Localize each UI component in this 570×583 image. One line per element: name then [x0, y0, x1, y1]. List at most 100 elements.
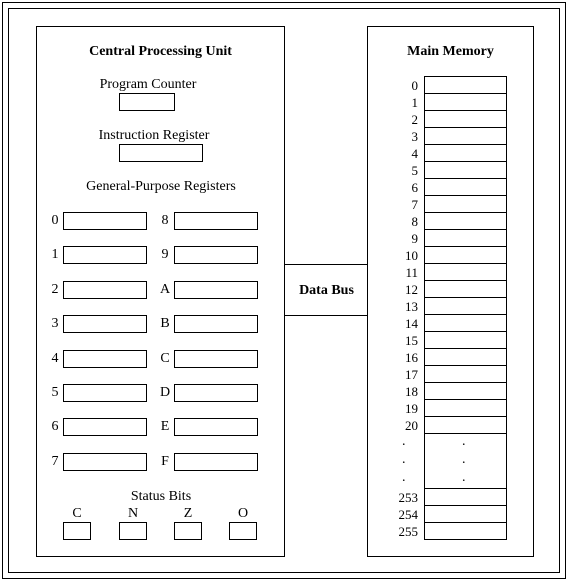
ellipsis-dot: .: [462, 452, 466, 467]
register-label: 2: [51, 282, 59, 297]
memory-address: 10: [405, 248, 418, 263]
memory-address: 4: [411, 146, 419, 161]
memory-address: 253: [398, 490, 419, 505]
register-box: [63, 384, 147, 402]
status-bit-label: O: [237, 506, 249, 521]
memory-cell: [424, 314, 507, 332]
memory-address: 1: [411, 95, 419, 110]
cpu-panel: [36, 26, 285, 557]
memory-address: 0: [411, 78, 419, 93]
memory-address: 3: [411, 129, 419, 144]
memory-ellipsis-cell: [424, 433, 507, 488]
memory-address: 16: [405, 350, 418, 365]
memory-address: 11: [405, 265, 418, 280]
program-counter-box: [119, 93, 175, 111]
register-label: D: [159, 385, 171, 400]
data-bus: [285, 264, 368, 316]
memory-cell: [424, 195, 507, 213]
memory-cell: [424, 297, 507, 315]
memory-cell: [424, 212, 507, 230]
register-label: 8: [161, 213, 169, 228]
memory-cell: [424, 178, 507, 196]
gp-registers-label: General-Purpose Registers: [86, 179, 236, 194]
ellipsis-dot: .: [462, 470, 466, 485]
memory-address: 5: [411, 163, 419, 178]
status-bit-box: [119, 522, 147, 540]
register-box: [63, 315, 147, 333]
register-label: 6: [51, 419, 59, 434]
memory-cell: [424, 348, 507, 366]
register-label: C: [160, 351, 170, 366]
register-box: [63, 246, 147, 264]
memory-cell: [424, 280, 507, 298]
memory-address: 15: [405, 333, 418, 348]
memory-address: 7: [411, 197, 419, 212]
cpu-title: Central Processing Unit: [89, 44, 232, 59]
memory-cell: [424, 399, 507, 417]
status-bit-box: [63, 522, 91, 540]
memory-cell: [424, 365, 507, 383]
memory-cell: [424, 76, 507, 94]
instruction-register-box: [119, 144, 203, 162]
data-bus-label: Data Bus: [299, 283, 354, 298]
memory-cell: [424, 505, 507, 523]
memory-address: 2: [411, 112, 419, 127]
memory-cell: [424, 246, 507, 264]
memory-title: Main Memory: [407, 44, 494, 59]
register-box: [174, 212, 258, 230]
register-box: [174, 418, 258, 436]
register-label: 7: [51, 454, 59, 469]
memory-address: 17: [405, 367, 418, 382]
register-box: [63, 418, 147, 436]
memory-address: 255: [398, 524, 419, 539]
register-box: [174, 350, 258, 368]
memory-cell: [424, 488, 507, 506]
memory-address: 19: [405, 401, 418, 416]
status-bit-label: N: [127, 506, 139, 521]
memory-address: 9: [411, 231, 419, 246]
memory-cell: [424, 331, 507, 349]
inner-frame: [8, 8, 560, 573]
memory-address: 6: [411, 180, 419, 195]
register-label: F: [161, 454, 169, 469]
ellipsis-dot: .: [402, 470, 406, 485]
memory-cell: [424, 229, 507, 247]
memory-address: 254: [398, 507, 419, 522]
memory-address: 8: [411, 214, 419, 229]
register-label: 5: [51, 385, 59, 400]
register-box: [174, 453, 258, 471]
memory-address: 18: [405, 384, 418, 399]
register-box: [174, 246, 258, 264]
status-bits-label: Status Bits: [130, 489, 192, 504]
register-box: [174, 384, 258, 402]
memory-address: 13: [405, 299, 418, 314]
register-label: E: [160, 419, 170, 434]
memory-cell: [424, 144, 507, 162]
instruction-register-label: Instruction Register: [98, 128, 210, 143]
memory-cell: [424, 110, 507, 128]
register-box: [63, 350, 147, 368]
register-label: 0: [51, 213, 59, 228]
register-box: [63, 453, 147, 471]
memory-cell: [424, 127, 507, 145]
register-label: 3: [51, 316, 59, 331]
memory-cell: [424, 382, 507, 400]
register-label: 9: [161, 247, 169, 262]
ellipsis-dot: .: [462, 434, 466, 449]
memory-cell: [424, 522, 507, 540]
status-bit-box: [229, 522, 257, 540]
register-box: [63, 212, 147, 230]
outer-frame: [2, 2, 566, 579]
memory-cell: [424, 416, 507, 434]
register-label: 1: [51, 247, 59, 262]
register-box: [174, 315, 258, 333]
register-box: [174, 281, 258, 299]
memory-cell: [424, 263, 507, 281]
memory-address: 12: [405, 282, 418, 297]
ellipsis-dot: .: [402, 452, 406, 467]
memory-address: 14: [405, 316, 418, 331]
status-bit-box: [174, 522, 202, 540]
ellipsis-dot: .: [402, 434, 406, 449]
status-bit-label: Z: [183, 506, 193, 521]
register-label: 4: [51, 351, 59, 366]
